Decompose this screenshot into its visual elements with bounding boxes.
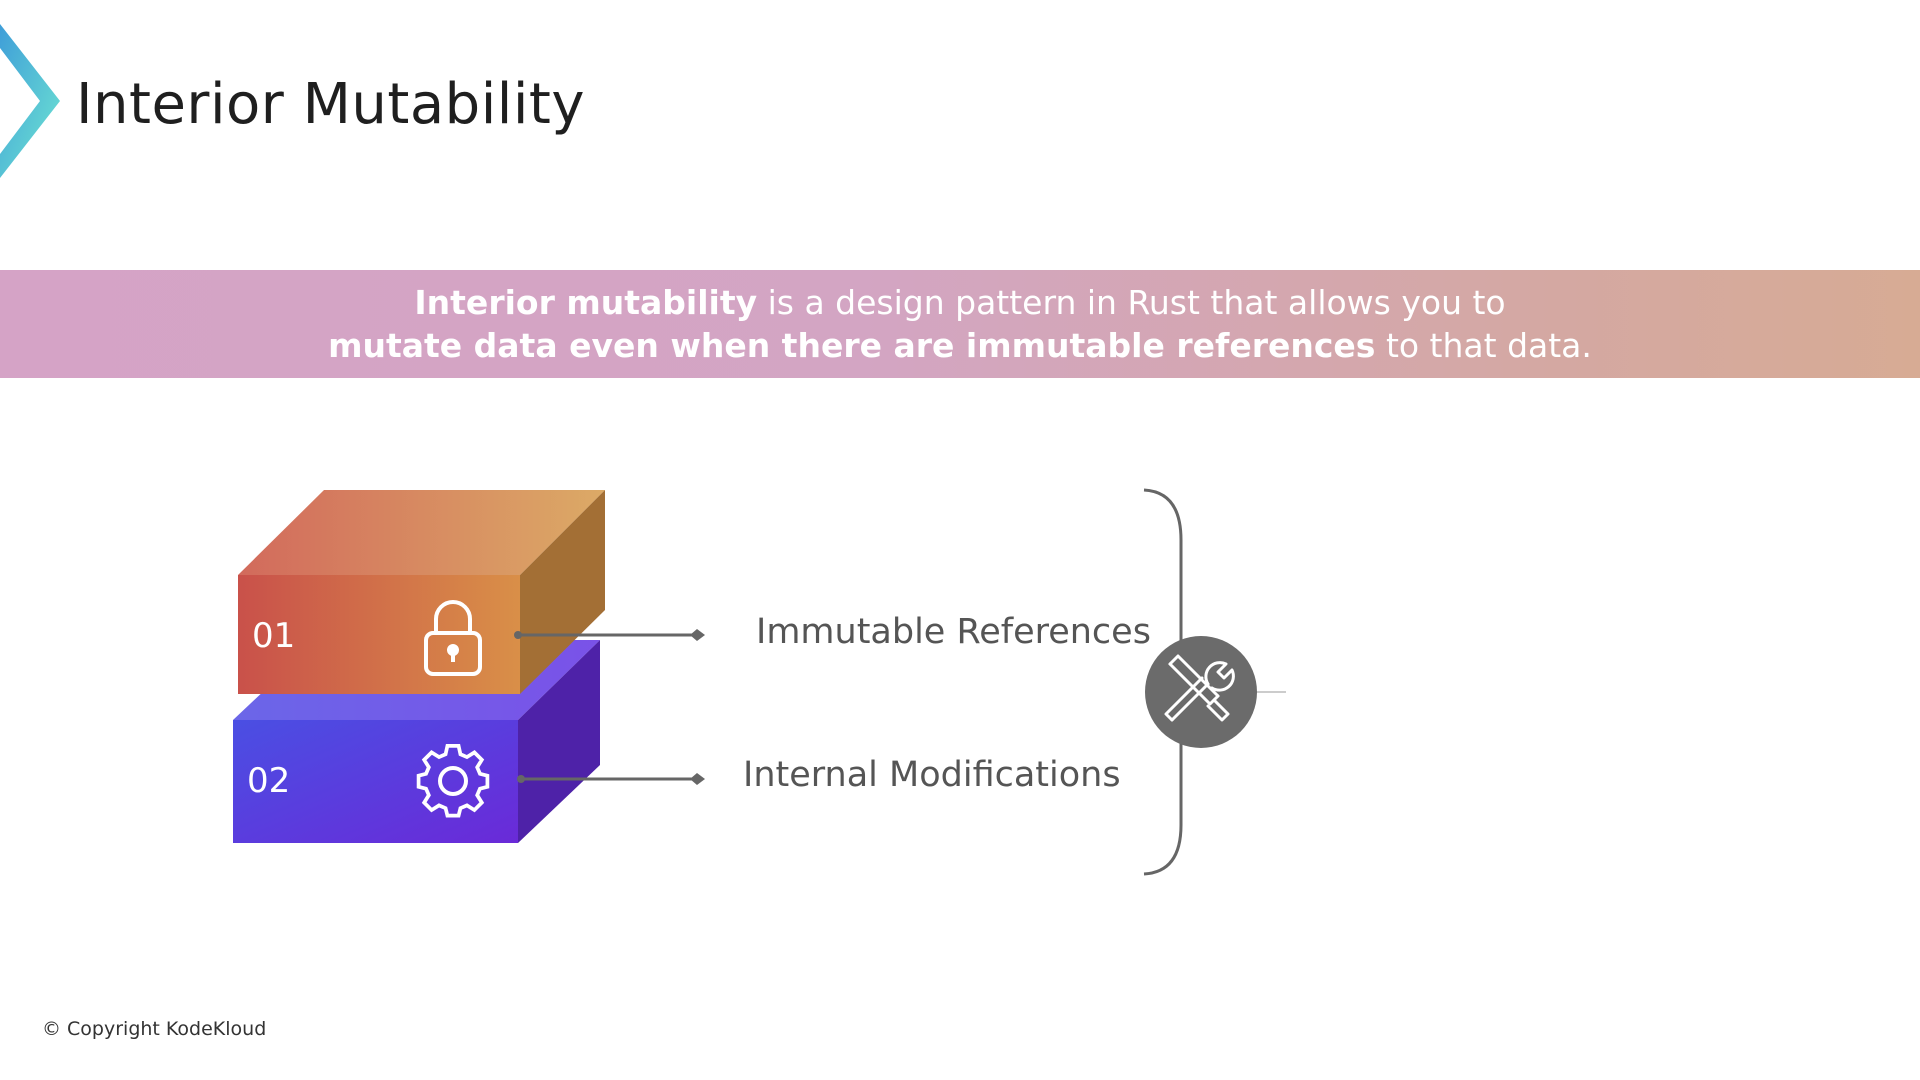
block-01-number: 01	[252, 616, 296, 656]
banner-line-2: mutate data even when there are immutabl…	[328, 324, 1592, 367]
banner-line-1: Interior mutability is a design pattern …	[414, 281, 1505, 324]
item-label-immutable-references: Immutable References	[756, 612, 1151, 652]
block-02-number: 02	[247, 761, 291, 801]
banner-line-2-bold: mutate data even when there are immutabl…	[328, 326, 1376, 365]
banner-line-1-rest: is a design pattern in Rust that allows …	[757, 283, 1506, 322]
page-title: Interior Mutability	[76, 72, 585, 137]
lock-icon	[424, 600, 482, 676]
tools-icon	[1145, 636, 1286, 748]
banner-line-2-rest: to that data.	[1375, 326, 1592, 365]
logo-chevron-icon	[0, 24, 60, 178]
block-01	[238, 490, 605, 694]
connector-line-02	[517, 773, 705, 785]
copyright-footer: © Copyright KodeKloud	[42, 1018, 267, 1040]
gear-icon	[416, 744, 490, 818]
item-label-internal-modifications: Internal Modifications	[743, 755, 1121, 795]
definition-banner: Interior mutability is a design pattern …	[0, 270, 1920, 378]
connector-line-01	[514, 629, 705, 641]
banner-line-1-bold: Interior mutability	[414, 283, 758, 322]
